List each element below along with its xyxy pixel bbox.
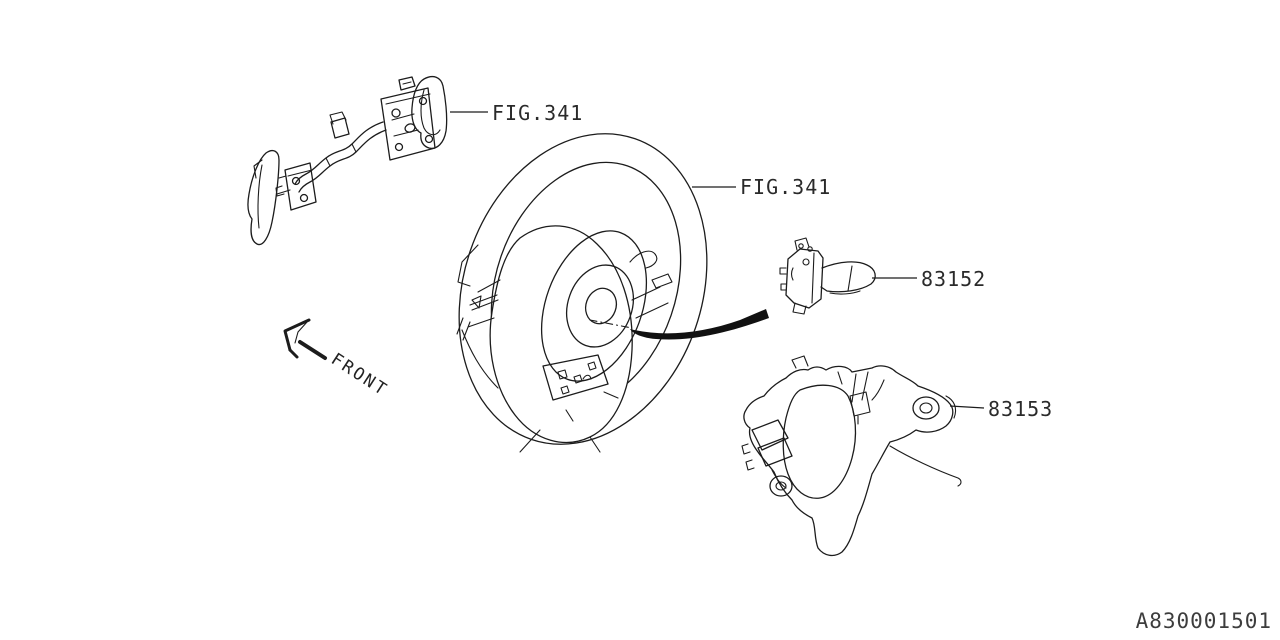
- stalk-switch-83152-drawing: [779, 237, 876, 315]
- front-label: FRONT: [327, 349, 391, 400]
- callout-fig341-top[interactable]: FIG.341: [492, 101, 583, 125]
- steering-wheel-drawing: [456, 133, 708, 453]
- paddle-switch-assembly-drawing: [247, 75, 448, 246]
- rotation-swoosh-arrow: [589, 309, 769, 340]
- diagram-code: A830001501: [1136, 609, 1272, 633]
- switch-base-83153-drawing: [741, 355, 962, 557]
- leader-83153: [949, 405, 985, 409]
- front-arrow-head: [283, 318, 311, 352]
- callout-part-83152[interactable]: 83152: [921, 267, 986, 291]
- callout-fig341-wheel[interactable]: FIG.341: [740, 175, 831, 199]
- callout-part-83153[interactable]: 83153: [988, 397, 1053, 421]
- front-direction-arrow: FRONT: [283, 318, 392, 401]
